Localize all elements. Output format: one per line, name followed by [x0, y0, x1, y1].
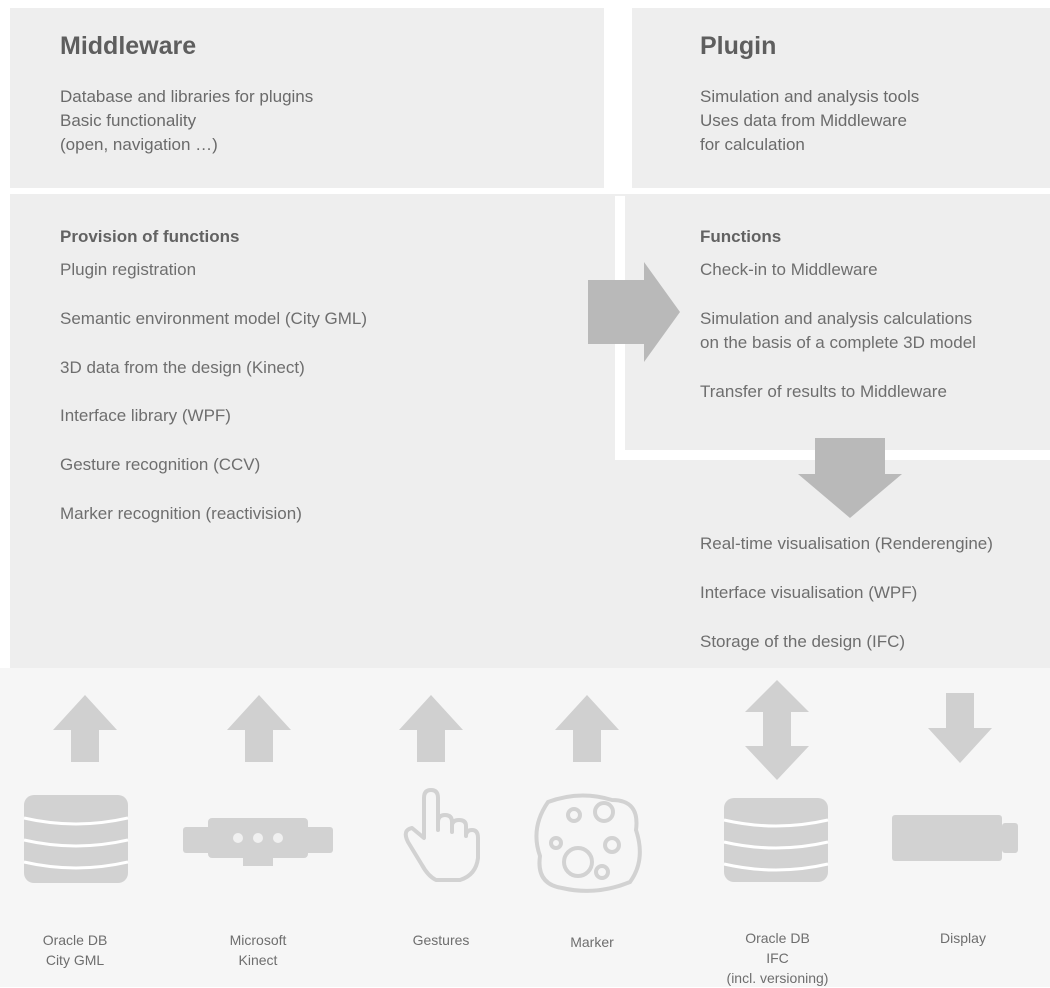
middleware-function-item: Semantic environment model (City GML) [60, 309, 368, 328]
down-arrow-icon [798, 438, 902, 518]
device-label: Display [940, 930, 986, 946]
database-icon [723, 798, 829, 882]
device-label: Microsoft Kinect [229, 932, 287, 968]
middleware-function-item: Plugin registration [60, 260, 197, 279]
kinect-icon [183, 818, 333, 866]
down-arrow-icon [928, 693, 992, 763]
plugin-function-item: Check-in to Middleware [700, 260, 878, 279]
display-icon [892, 815, 1018, 861]
output-item: Interface visualisation (WPF) [700, 583, 918, 602]
middleware-function-item: Gesture recognition (CCV) [60, 455, 261, 474]
up-arrow-icon [399, 695, 463, 762]
hand-gesture-icon [403, 788, 480, 882]
up-arrow-icon [53, 695, 117, 762]
middleware-header-panel [10, 8, 604, 188]
bidirectional-arrow-icon [745, 680, 809, 780]
device-label: Oracle DB IFC (incl. versioning) [726, 930, 829, 986]
middleware-functions-heading: Provision of functions [60, 227, 240, 246]
marker-icon [534, 793, 642, 893]
database-icon [23, 795, 129, 883]
middleware-function-item: Interface library (WPF) [60, 406, 231, 425]
middleware-title: Middleware [60, 32, 197, 60]
plugin-function-item: Transfer of results to Middleware [700, 382, 947, 401]
output-item: Storage of the design (IFC) [700, 632, 906, 651]
plugin-function-item: Simulation and analysis calculations [700, 309, 973, 328]
device-label: Gestures [412, 932, 470, 948]
output-item: Real-time visualisation (Renderengine) [700, 534, 993, 553]
plugin-functions-heading: Functions [700, 227, 782, 246]
plugin-header-panel [632, 8, 1050, 188]
plugin-title: Plugin [700, 32, 777, 60]
up-arrow-icon [555, 695, 619, 762]
up-arrow-icon [227, 695, 291, 762]
devices-area [0, 668, 1050, 987]
plugin-function-item: on the basis of a complete 3D model [700, 333, 976, 352]
right-arrow-icon [588, 262, 680, 362]
middleware-function-item: Marker recognition (reactivision) [60, 504, 302, 523]
middleware-description: Database and libraries for plugins Basic… [60, 87, 314, 154]
middleware-function-item: 3D data from the design (Kinect) [60, 358, 305, 377]
plugin-description: Simulation and analysis tools Uses data … [700, 87, 920, 154]
device-label: Marker [570, 934, 614, 950]
device-label: Oracle DB City GML [42, 932, 108, 968]
middleware-body-panel [10, 194, 1050, 668]
